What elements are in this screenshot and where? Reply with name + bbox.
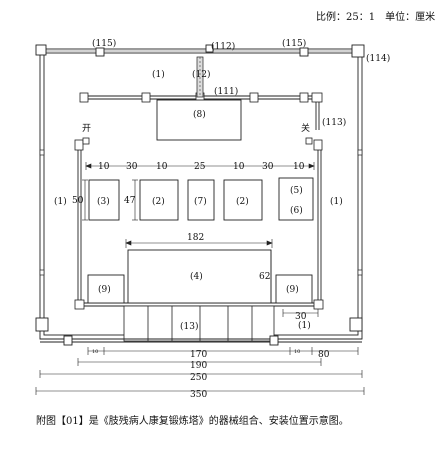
item-3-box <box>88 179 120 221</box>
label-113: (113) <box>322 117 346 128</box>
dim-182: 182 <box>187 233 204 243</box>
dim-62: 62 <box>259 272 270 282</box>
dim-spacing-1: 10 <box>98 162 110 172</box>
dim-170: 170 <box>190 350 207 360</box>
dim-spacing-3: 10 <box>156 162 168 172</box>
dim-50: 50 <box>72 196 84 206</box>
dim-spacing-5: 10 <box>233 162 245 172</box>
equipment-row <box>88 177 314 221</box>
label-5: (5) <box>290 185 303 196</box>
label-2b: (2) <box>236 196 249 207</box>
label-12: (12) <box>192 69 210 80</box>
item-9-left-box <box>87 274 125 304</box>
dim-spacing-4: 25 <box>194 162 206 172</box>
item-56-box <box>278 177 314 221</box>
label-3: (3) <box>97 196 110 207</box>
bottom-frame <box>40 335 362 346</box>
dim-spacing-7: 10 <box>293 162 305 172</box>
door-indicators <box>82 137 313 145</box>
stairs-13 <box>123 305 275 342</box>
dim-spacing-6: 30 <box>262 162 274 172</box>
label-open: 开 <box>82 123 91 134</box>
label-1-upper: (1) <box>152 69 165 80</box>
dim-spacing-2: 30 <box>126 162 138 172</box>
dim-250: 250 <box>190 373 207 383</box>
frame-side-blocks <box>39 149 363 276</box>
dim-30: 30 <box>295 312 307 322</box>
gap-30-dimension <box>282 309 319 317</box>
box-8 <box>156 99 242 141</box>
label-1-right: (1) <box>330 196 343 207</box>
corner-posts <box>35 44 365 332</box>
label-115-left: (115) <box>92 38 116 49</box>
height-dimensions <box>82 179 138 221</box>
label-6: (6) <box>290 205 303 216</box>
item-4-box <box>127 249 272 304</box>
bottom-dimensions <box>35 347 365 395</box>
pole <box>196 56 204 98</box>
spacing-dimension <box>85 162 315 170</box>
dim-80: 80 <box>318 350 330 360</box>
dim-190: 190 <box>190 361 207 371</box>
dim-small-left: 10 <box>92 349 98 355</box>
item-2b-box <box>223 179 263 221</box>
label-4: (4) <box>190 271 203 282</box>
label-1-bottom-right: (1) <box>298 320 311 331</box>
label-9-right: (9) <box>286 284 299 295</box>
label-9-left: (9) <box>98 284 111 295</box>
dim-47: 47 <box>124 196 136 206</box>
label-close: 关 <box>301 122 310 134</box>
label-1-left: (1) <box>54 196 67 207</box>
label-112: (112) <box>211 41 235 52</box>
width-182-dimension <box>125 239 273 248</box>
dim-350: 350 <box>190 390 207 400</box>
dim-small-right: 10 <box>294 349 300 355</box>
figure-caption: 附图【01】是《肢残病人康复锻炼塔》的器械组合、安装位置示意图。 <box>36 416 349 427</box>
item-9-right-box <box>275 274 313 304</box>
item-7-box <box>187 179 215 221</box>
label-114: (114) <box>366 53 390 64</box>
item-2a-box <box>139 179 179 221</box>
label-7: (7) <box>194 196 207 207</box>
inner-frame-joints <box>74 92 324 310</box>
label-8: (8) <box>193 109 206 120</box>
label-2a: (2) <box>152 196 165 207</box>
label-13: (13) <box>180 321 198 332</box>
label-115-right: (115) <box>282 38 306 49</box>
scale-note: 比例：25：1 单位：厘米 <box>316 12 435 23</box>
label-111: (111) <box>214 86 238 97</box>
